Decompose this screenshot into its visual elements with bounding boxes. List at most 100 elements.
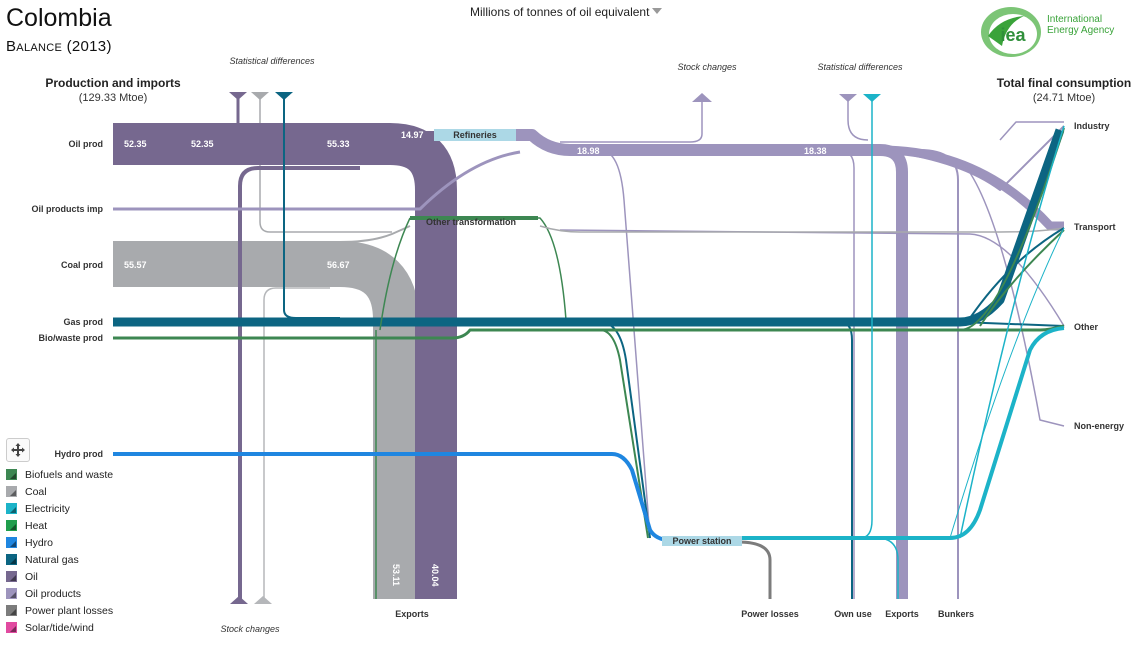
stat-diff-gas-marker[interactable]	[275, 92, 293, 100]
value-coal-export: 53.11	[391, 564, 401, 586]
source-bio-waste-prod[interactable]: Bio/waste prod	[38, 333, 103, 343]
flow-gas-ownuse[interactable]	[839, 321, 853, 599]
source-coal-prod[interactable]: Coal prod	[61, 260, 103, 270]
sink-exports-primary[interactable]: Exports	[395, 609, 429, 619]
stock-changes-top-label: Stock changes	[677, 62, 737, 72]
sink-power-losses[interactable]: Power losses	[741, 609, 799, 619]
stat-diff-right-label: Statistical differences	[817, 62, 903, 72]
stock-change-oil-products-marker[interactable]	[692, 93, 712, 102]
legend-item[interactable]: Oil	[6, 568, 113, 585]
flow-electricity[interactable]	[738, 326, 1065, 540]
legend-item[interactable]: Electricity	[6, 500, 113, 517]
stock-change-oil-marker[interactable]	[230, 596, 248, 604]
flow-coal-stat[interactable]	[259, 92, 392, 233]
legend-swatch-icon	[6, 503, 17, 514]
legend-label: Oil products	[25, 587, 82, 600]
legend-item[interactable]: Hydro	[6, 534, 113, 551]
legend-item[interactable]: Coal	[6, 483, 113, 500]
value-oil-1: 52.35	[124, 139, 147, 149]
sink-own-use[interactable]: Own use	[834, 609, 872, 619]
legend-label: Oil	[25, 570, 38, 583]
chevron-down-icon	[652, 8, 663, 14]
unit-dropdown[interactable]: Millions of tonnes of oil equivalent	[470, 5, 663, 19]
stat-diff-oil-marker[interactable]	[229, 92, 247, 100]
source-oil-products-imp[interactable]: Oil products imp	[31, 204, 103, 214]
legend-swatch-icon	[6, 554, 17, 565]
flow-oil-products-power[interactable]	[599, 149, 651, 539]
flow-coal-stock[interactable]	[263, 287, 330, 599]
legend-item[interactable]: Oil products	[6, 585, 113, 602]
flow-oil-stock[interactable]	[238, 166, 360, 599]
flow-coal-exports[interactable]	[113, 241, 419, 599]
pan-button[interactable]	[6, 438, 30, 462]
flow-electricity-industry[interactable]	[959, 125, 1065, 539]
stat-diff-electricity-marker[interactable]	[863, 94, 881, 102]
legend-swatch-icon	[6, 486, 17, 497]
legend-item[interactable]: Solar/tide/wind	[6, 619, 113, 636]
flow-bio-other-transformation[interactable]	[379, 217, 411, 331]
destination-industry[interactable]: Industry	[1074, 121, 1110, 131]
flow-oil-products-import[interactable]	[113, 150, 521, 211]
flow-electricity-ownuse[interactable]	[859, 100, 873, 539]
flow-other-coal-out[interactable]	[539, 225, 1065, 233]
flow-oil-products-ownuse[interactable]	[837, 149, 855, 599]
value-oil-3: 55.33	[327, 139, 350, 149]
power-station-node[interactable]	[662, 536, 742, 546]
flow-oil-products-nonenergy[interactable]	[959, 159, 1065, 427]
flow-oil-products-other[interactable]	[559, 229, 1065, 327]
flow-bio-power[interactable]	[599, 329, 649, 539]
flow-oil-refineries[interactable]	[389, 124, 516, 139]
sink-bunkers[interactable]: Bunkers	[937, 609, 974, 619]
legend-swatch-icon	[6, 588, 17, 599]
final-consumption-total: (24.71 Mtoe)	[1032, 92, 1096, 104]
flow-electricity-exports[interactable]	[879, 537, 899, 599]
source-oil-prod[interactable]: Oil prod	[68, 139, 104, 149]
legend-label: Hydro	[25, 536, 54, 549]
value-coal-2: 56.67	[327, 260, 350, 270]
flow-oil-products-stock[interactable]	[560, 98, 703, 143]
value-oil-2: 52.35	[191, 139, 214, 149]
legend-item[interactable]: Natural gas	[6, 551, 113, 568]
legend-swatch-icon	[6, 605, 17, 616]
flow-gas-stat[interactable]	[283, 92, 340, 319]
legend-item[interactable]: Power plant losses	[6, 602, 113, 619]
stat-diff-oil-products-marker[interactable]	[839, 94, 857, 102]
flow-power-losses[interactable]	[737, 540, 772, 599]
source-gas-prod[interactable]: Gas prod	[63, 317, 103, 327]
legend-swatch-icon	[6, 469, 17, 480]
stat-diff-left-label: Statistical differences	[229, 56, 315, 66]
other-transformation-node[interactable]	[410, 216, 538, 220]
legend-item[interactable]: Biofuels and waste	[6, 466, 113, 483]
flow-bio-transport[interactable]	[979, 229, 1065, 327]
flow-industry-links[interactable]	[999, 121, 1064, 141]
final-consumption-title: Total final consumption	[996, 76, 1132, 90]
legend-label: Coal	[25, 485, 47, 498]
balance-subtitle: Balance (2013)	[6, 38, 112, 55]
flow-other-transformation[interactable]	[410, 217, 567, 321]
flow-hydro[interactable]	[113, 452, 671, 542]
source-hydro-prod[interactable]: Hydro prod	[54, 449, 104, 459]
flow-gas-power[interactable]	[599, 321, 651, 539]
flow-electricity-transport[interactable]	[949, 227, 1065, 539]
destination-other[interactable]: Other	[1074, 322, 1099, 332]
flow-oil-exports[interactable]	[113, 123, 457, 599]
flow-gas-transport[interactable]	[969, 227, 1065, 319]
value-oil-refineries: 14.97	[401, 130, 424, 140]
destination-transport[interactable]: Transport	[1074, 222, 1116, 232]
flow-bio[interactable]	[113, 324, 1065, 340]
flow-coal-other[interactable]	[339, 225, 411, 243]
iea-logo: iea	[980, 6, 1044, 63]
sink-exports-secondary[interactable]: Exports	[885, 609, 919, 619]
legend-item[interactable]: Heat	[6, 517, 113, 534]
destination-non-energy[interactable]: Non-energy	[1074, 421, 1125, 431]
flow-oil-products-bunkers[interactable]	[919, 149, 959, 599]
stock-change-coal-marker[interactable]	[254, 596, 272, 604]
legend-swatch-icon	[6, 520, 17, 531]
refineries-node[interactable]	[434, 129, 516, 141]
flow-oil-products[interactable]	[516, 129, 908, 599]
flow-oil-products-stat[interactable]	[847, 96, 869, 141]
stat-diff-coal-marker[interactable]	[251, 92, 269, 100]
flow-oil-products-transport[interactable]	[879, 145, 1064, 231]
other-transformation-label: Other transformation	[426, 217, 516, 227]
production-imports-title: Production and imports	[45, 76, 181, 90]
